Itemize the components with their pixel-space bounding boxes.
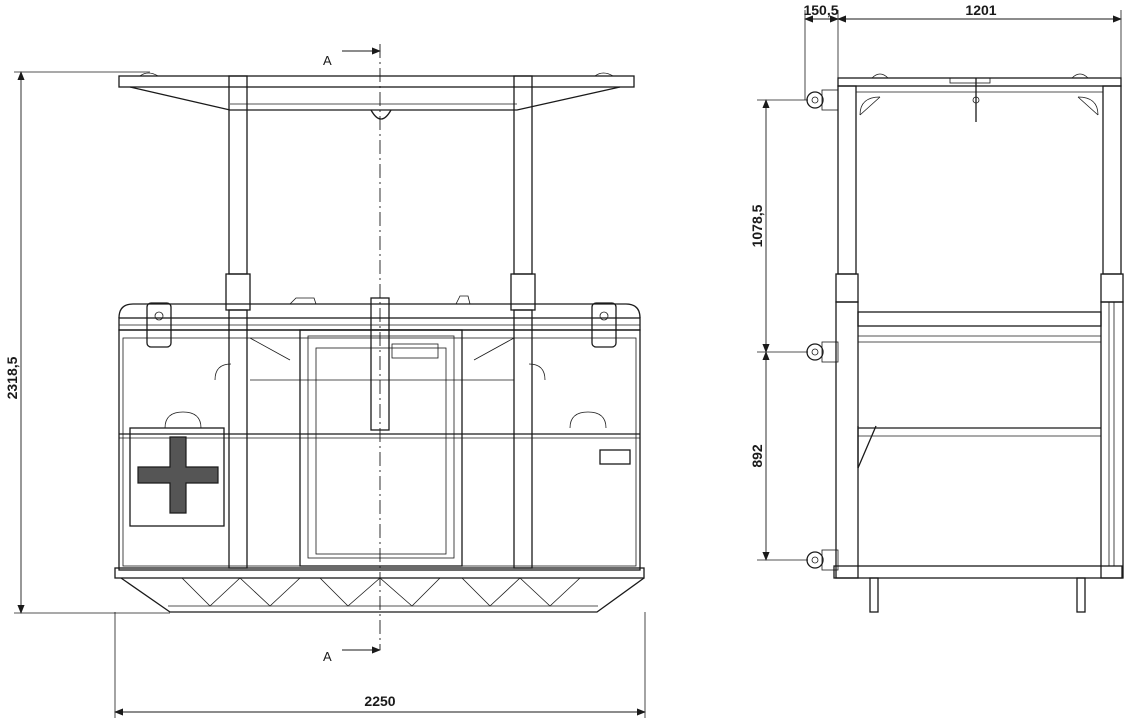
dim-upper-label: 1078,5	[749, 204, 765, 247]
dim-lower-label: 892	[749, 444, 765, 468]
basket-body	[118, 302, 641, 571]
side-dimension-vertical: 1078,5 892	[749, 99, 808, 561]
side-dimension-top: 150,5 1201	[803, 2, 1122, 100]
base-truss	[114, 567, 645, 613]
dimension-width: 2250	[114, 612, 646, 718]
section-mark-top: A	[323, 53, 332, 68]
dimension-height: 2318,5	[4, 71, 170, 614]
dim-side-width-label: 1201	[965, 2, 996, 18]
vertical-posts	[225, 75, 536, 569]
dim-offset-label: 150,5	[803, 2, 838, 18]
front-view: A A 2318,5 2250	[4, 44, 646, 718]
section-mark-bottom: A	[323, 649, 332, 664]
side-casters	[806, 89, 839, 571]
dim-height-label: 2318,5	[4, 356, 20, 399]
top-frame	[118, 72, 635, 120]
side-basket	[833, 273, 1124, 613]
section-line-a: A A	[323, 44, 381, 664]
dim-width-label: 2250	[364, 693, 395, 709]
first-aid-cross-icon	[137, 436, 219, 514]
first-aid-box	[129, 427, 225, 527]
side-upper-frame	[837, 73, 1122, 275]
side-view: 150,5 1201 1078,5 892	[749, 2, 1124, 613]
